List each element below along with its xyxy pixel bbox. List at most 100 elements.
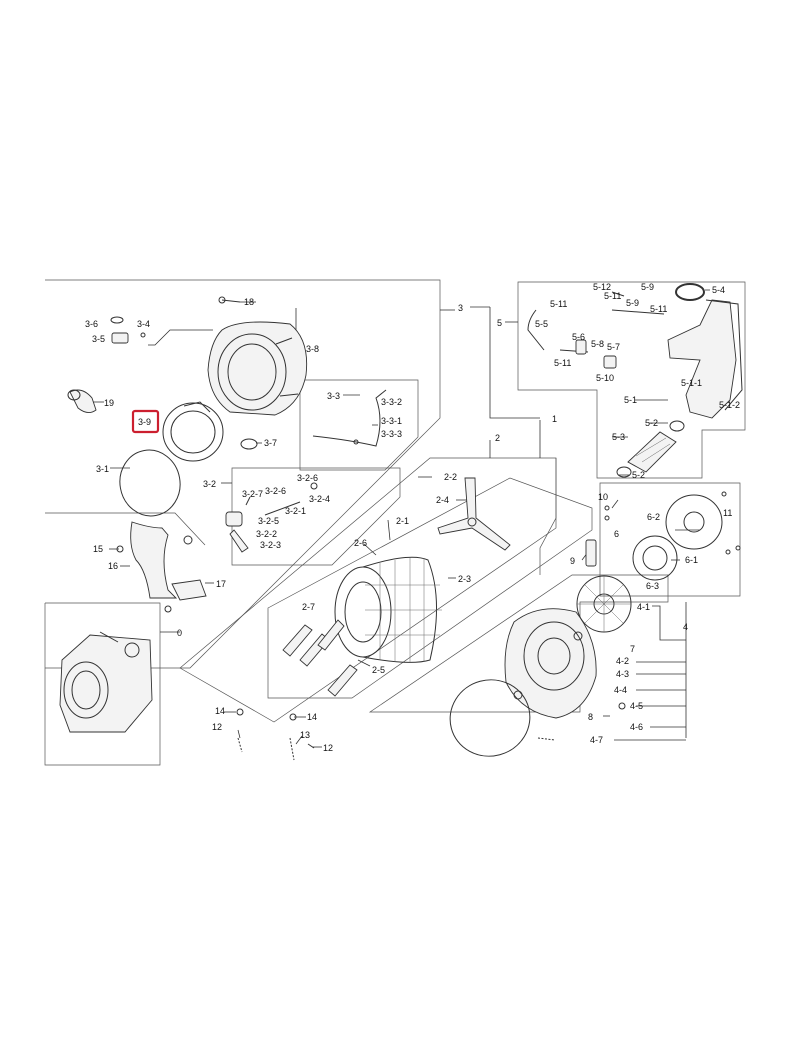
- label-5-6: 5-6: [572, 332, 585, 342]
- part-oring-5-4: [675, 283, 705, 301]
- part-motor-6: [632, 494, 723, 581]
- part-hoses-5-5-5-12: [527, 291, 665, 369]
- part-bracket-9: [585, 539, 597, 567]
- leader-lines: [92, 289, 722, 748]
- label-5-1: 5-1: [624, 395, 637, 405]
- part-front-tub-3-8: [207, 321, 308, 416]
- part-fasteners: [116, 491, 741, 721]
- label-3: 3: [458, 303, 463, 313]
- label-4-6: 4-6: [630, 722, 643, 732]
- label-5-2a: 5-2: [645, 418, 658, 428]
- part-bellows-5-3: [616, 420, 685, 478]
- label-3-3-3: 3-3-3: [381, 429, 402, 439]
- callout-labels: 3 5 1 2 4 0 6 7 8 9 10 11 12 12 13 14 14…: [85, 282, 740, 753]
- label-2-7: 2-7: [302, 602, 315, 612]
- label-15: 15: [93, 544, 103, 554]
- label-3-2: 3-2: [203, 479, 216, 489]
- label-6: 6: [614, 529, 619, 539]
- part-bolt-18: [218, 296, 241, 304]
- label-3-8: 3-8: [306, 344, 319, 354]
- label-1: 1: [552, 414, 557, 424]
- label-6-1: 6-1: [685, 555, 698, 565]
- label-18: 18: [244, 297, 254, 307]
- part-gasket-ring-3-1: [119, 449, 181, 517]
- label-5-8: 5-8: [591, 339, 604, 349]
- label-2-1: 2-1: [396, 516, 409, 526]
- part-drum-2-6: [334, 556, 442, 663]
- label-5-2b: 5-2: [632, 470, 645, 480]
- label-5-5: 5-5: [535, 319, 548, 329]
- part-lifters-2-7: [282, 619, 358, 697]
- label-4: 4: [683, 622, 688, 632]
- label-4-4: 4-4: [614, 685, 627, 695]
- label-3-9: 3-9: [138, 417, 151, 427]
- label-4-5: 4-5: [630, 701, 643, 711]
- part-bracket-16-17: [130, 521, 207, 601]
- part-rear-tub-4-2: [504, 608, 597, 719]
- label-5-11b: 5-11: [604, 291, 621, 301]
- part-pulley-4-1: [576, 575, 632, 633]
- label-3-1: 3-1: [96, 464, 109, 474]
- part-clamp-3-7: [240, 438, 258, 450]
- label-3-7: 3-7: [264, 438, 277, 448]
- label-3-2-1: 3-2-1: [285, 506, 306, 516]
- label-3-3: 3-3: [327, 391, 340, 401]
- label-9: 9: [570, 556, 575, 566]
- label-5-10: 5-10: [596, 373, 614, 383]
- part-springs-12-13: [237, 737, 315, 761]
- label-7: 7: [630, 644, 635, 654]
- label-5-11d: 5-11: [554, 358, 571, 368]
- label-3-5: 3-5: [92, 334, 105, 344]
- part-gasket-4-6: [449, 679, 531, 757]
- label-3-3-1: 3-3-1: [381, 416, 402, 426]
- label-2-5: 2-5: [372, 665, 385, 675]
- label-2-2: 2-2: [444, 472, 457, 482]
- label-5-11a: 5-11: [550, 299, 567, 309]
- label-12b: 12: [323, 743, 333, 753]
- part-washer-body-0: [59, 631, 153, 733]
- label-3-2-4: 3-2-4: [309, 494, 330, 504]
- label-17: 17: [216, 579, 226, 589]
- label-3-6: 3-6: [85, 319, 98, 329]
- part-small-fittings-3-4-3-5-3-6: [110, 316, 146, 344]
- part-valve-assembly-3-2: [225, 482, 318, 553]
- label-10: 10: [598, 492, 608, 502]
- label-12a: 12: [212, 722, 222, 732]
- label-4-2: 4-2: [616, 656, 629, 666]
- label-5: 5: [497, 318, 502, 328]
- part-hose-19: [67, 389, 97, 413]
- label-5-11c: 5-11: [650, 304, 667, 314]
- part-hose-assembly-3-3: [312, 389, 387, 447]
- highlight-box-3-9: [131, 409, 160, 434]
- label-19: 19: [104, 398, 114, 408]
- label-3-2-6b: 3-2-6: [265, 486, 286, 496]
- label-3-2-2: 3-2-2: [256, 529, 277, 539]
- label-4-1: 4-1: [637, 602, 650, 612]
- label-6-3: 6-3: [646, 581, 659, 591]
- label-13: 13: [300, 730, 310, 740]
- label-4-3: 4-3: [616, 669, 629, 679]
- label-6-2: 6-2: [647, 512, 660, 522]
- label-11: 11: [723, 508, 732, 518]
- label-16: 16: [108, 561, 118, 571]
- label-3-3-2: 3-3-2: [381, 397, 402, 407]
- label-5-1-2: 5-1-2: [719, 400, 740, 410]
- label-5-7: 5-7: [607, 342, 620, 352]
- label-3-2-3: 3-2-3: [260, 540, 281, 550]
- label-14b: 14: [307, 712, 317, 722]
- label-3-2-5: 3-2-5: [258, 516, 279, 526]
- part-door-diaphragm-3-9: [162, 401, 224, 462]
- label-3-2-7: 3-2-7: [242, 489, 263, 499]
- part-spring-4-7: [537, 737, 556, 741]
- label-5-1-1: 5-1-1: [681, 378, 702, 388]
- label-5-4: 5-4: [712, 285, 725, 295]
- label-2: 2: [495, 433, 500, 443]
- label-8: 8: [588, 712, 593, 722]
- label-2-4: 2-4: [436, 495, 449, 505]
- label-5-9b: 5-9: [626, 298, 639, 308]
- part-duct-5-1: [667, 299, 743, 419]
- label-2-6: 2-6: [354, 538, 367, 548]
- part-spider-2-4: [437, 477, 511, 551]
- label-5-12: 5-12: [593, 282, 611, 292]
